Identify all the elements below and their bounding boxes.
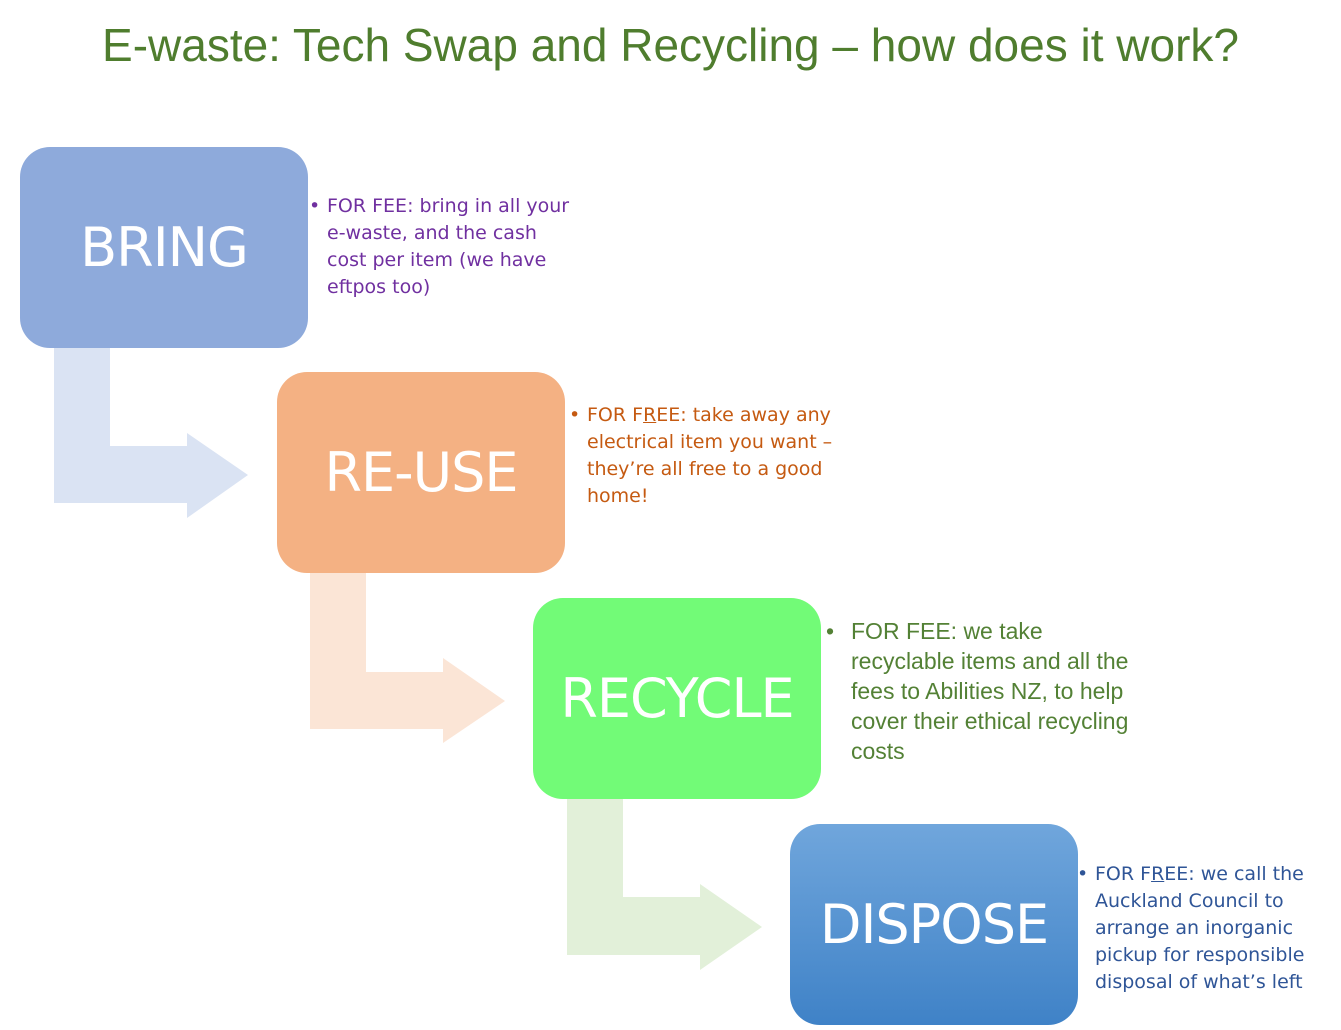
step-note-dispose: • FOR FREE: we call the Auckland Council… [1077, 861, 1341, 996]
step-label-bring: BRING [80, 216, 249, 279]
bullet-icon: • [826, 618, 835, 644]
note-text-rest: EE: we call the Auckland Council to arra… [1095, 863, 1305, 993]
step-box-recycle: RECYCLE [533, 598, 821, 799]
step-box-reuse: RE-USE [277, 372, 565, 573]
bullet-icon: • [309, 195, 321, 217]
step-note-recycle: • FOR FEE: we take recyclable items and … [826, 616, 1131, 766]
step-label-dispose: DISPOSE [819, 893, 1049, 956]
page-title: E-waste: Tech Swap and Recycling – how d… [102, 19, 1239, 71]
step-label-recycle: RECYCLE [560, 667, 794, 730]
bullet-icon: • [1077, 863, 1089, 885]
note-text: FOR FEE: we take recyclable items and al… [851, 618, 1129, 764]
note-text-rest: EE: take away any electrical item you wa… [587, 404, 833, 507]
step-note-bring: • FOR FEE: bring in all your e-waste, an… [309, 193, 577, 301]
note-text-prefix: FOR F [587, 404, 644, 426]
step-note-reuse: • FOR FREE: take away any electrical ite… [569, 402, 852, 510]
bend-arrow-bring-to-reuse [54, 348, 248, 518]
step-box-bring: BRING [20, 147, 308, 348]
bend-arrow-reuse-to-recycle [310, 573, 505, 743]
step-box-dispose: DISPOSE [790, 824, 1078, 1025]
note-text: FOR FEE: bring in all your e-waste, and … [327, 195, 570, 298]
note-text-underlined: R [643, 404, 657, 426]
note-text-underlined: R [1151, 863, 1165, 885]
step-label-reuse: RE-USE [324, 441, 518, 504]
bullet-icon: • [569, 404, 581, 426]
bend-arrow-recycle-to-dispose [567, 799, 762, 970]
note-text-prefix: FOR F [1095, 863, 1152, 885]
